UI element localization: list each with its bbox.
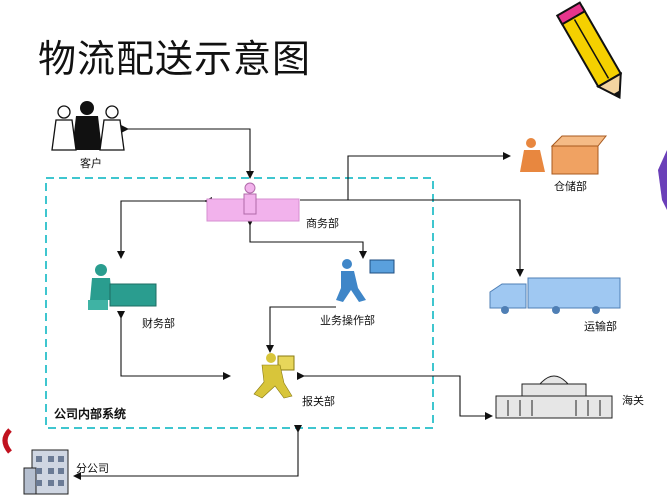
left-edge-decoration bbox=[2, 428, 12, 454]
link-commerce-warehouse bbox=[347, 152, 511, 200]
pencil-icon bbox=[555, 1, 623, 100]
page-title: 物流配送示意图 bbox=[38, 37, 312, 81]
node-transport-label: 运输部 bbox=[584, 319, 617, 333]
person-with-money-icon bbox=[336, 259, 395, 302]
person-carrying-parcel-icon bbox=[253, 353, 295, 399]
node-branch-label: 分公司 bbox=[76, 462, 109, 475]
clerk-icon bbox=[206, 182, 300, 222]
link-commerce-transport bbox=[300, 199, 524, 277]
link-operations-customsdept bbox=[266, 306, 336, 353]
right-edge-decoration bbox=[658, 150, 667, 210]
node-customs-label: 海关 bbox=[622, 393, 644, 407]
link-customsdept-branch bbox=[73, 425, 302, 480]
boundary-label: 公司内部系统 bbox=[54, 406, 126, 421]
node-warehouse-label: 仓储部 bbox=[554, 179, 587, 193]
node-commerce-label: 商务部 bbox=[306, 216, 339, 230]
node-customer-label: 客户 bbox=[80, 156, 102, 170]
person-with-box-icon bbox=[520, 135, 608, 175]
link-commerce-operations bbox=[246, 218, 367, 259]
node-finance-label: 财务部 bbox=[142, 316, 175, 330]
link-customsdept-customs bbox=[297, 372, 493, 420]
truck-icon bbox=[489, 277, 621, 314]
government-building-icon bbox=[495, 375, 613, 419]
office-building-icon bbox=[23, 449, 69, 495]
link-commerce-finance bbox=[117, 197, 212, 259]
person-at-desk-icon bbox=[88, 264, 157, 310]
node-operations-label: 业务操作部 bbox=[320, 313, 375, 327]
people-group-icon bbox=[51, 101, 125, 151]
node-customsdept-label: 报关部 bbox=[302, 394, 335, 408]
company-boundary bbox=[45, 177, 434, 429]
link-customer-commerce bbox=[121, 125, 254, 179]
link-finance-customsdept bbox=[117, 311, 231, 380]
connections bbox=[73, 125, 524, 480]
